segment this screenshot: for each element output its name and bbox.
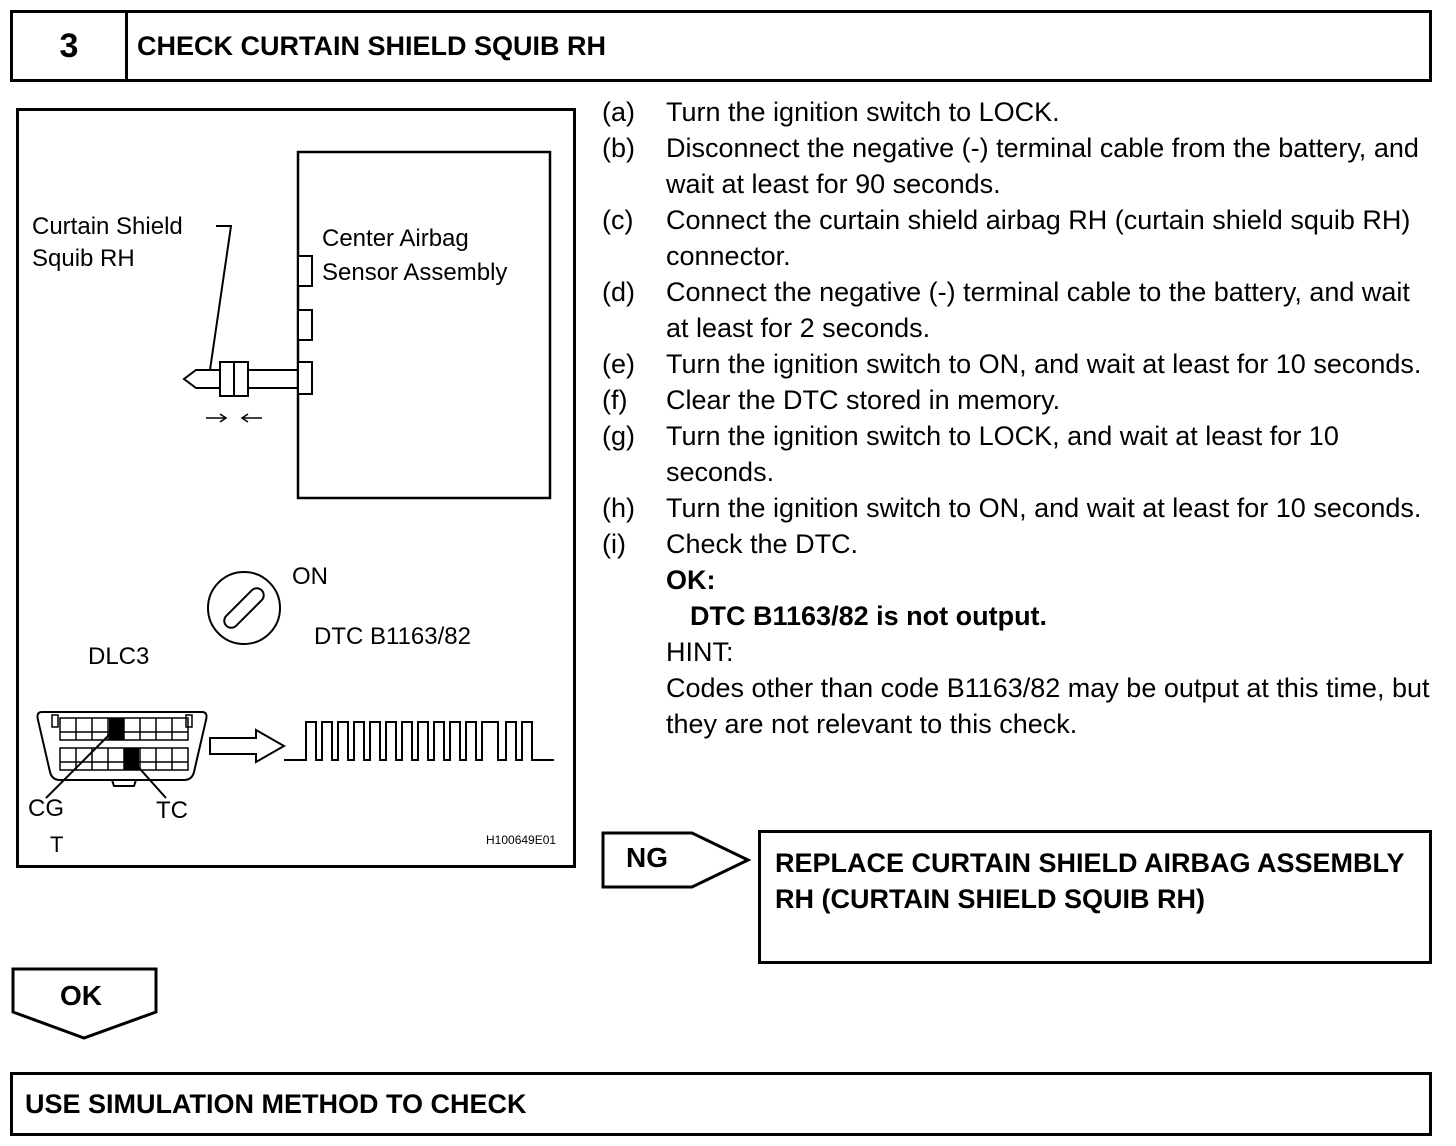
ok-label: OK — [60, 980, 102, 1011]
ng-label: NG — [626, 842, 668, 873]
ignition-switch — [207, 571, 281, 645]
step-a: (a)Turn the ignition switch to LOCK. — [602, 97, 1060, 127]
signal-arrow — [209, 728, 287, 764]
figure-frame — [16, 108, 576, 868]
ok-result-box: USE SIMULATION METHOD TO CHECK — [10, 1072, 1432, 1136]
squib-plug — [182, 369, 220, 389]
ng-result-text: REPLACE CURTAIN SHIELD AIRBAG ASSEMBLY R… — [775, 848, 1405, 914]
step-header: 3 CHECK CURTAIN SHIELD SQUIB RH — [10, 10, 1432, 82]
step-h: (h)Turn the ignition switch to ON, and w… — [602, 493, 1422, 523]
cg-terminal — [109, 718, 124, 740]
step-i: (i)Check the DTC. — [602, 529, 859, 559]
squib-label-line1: Curtain Shield — [32, 213, 183, 240]
sensor-assembly-box — [296, 150, 552, 500]
figure-drawing — [16, 108, 576, 868]
t-label: T — [50, 832, 64, 857]
sensor-connector-2 — [297, 309, 313, 341]
sensor-connector-1 — [297, 255, 313, 287]
wiring-figure: Curtain Shield Squib RH Center Airbag Se… — [16, 108, 576, 868]
step-d: (d)Connect the negative (-) terminal cab… — [602, 277, 1410, 343]
hint-heading: HINT: — [666, 637, 734, 667]
step-number: 3 — [13, 13, 128, 79]
step-title: CHECK CURTAIN SHIELD SQUIB RH — [137, 30, 607, 61]
ok-arrow-tag — [11, 967, 158, 1040]
step-e: (e)Turn the ignition switch to ON, and w… — [602, 349, 1422, 379]
step-g: (g)Turn the ignition switch to LOCK, and… — [602, 421, 1339, 487]
step-c: (c)Connect the curtain shield airbag RH … — [602, 205, 1411, 271]
squib-leader — [209, 225, 232, 371]
dtc-pulse-waveform — [284, 721, 554, 761]
cg-label: CG — [28, 795, 64, 822]
dlc3-connector — [36, 711, 208, 781]
step-b: (b)Disconnect the negative (-) terminal … — [602, 133, 1419, 199]
cg-leader — [45, 727, 117, 799]
squib-label-line2: Squib RH — [32, 245, 135, 272]
hint-text: Codes other than code B1163/82 may be ou… — [666, 673, 1430, 739]
sensor-label-line2: Sensor Assembly — [322, 259, 508, 286]
sensor-label-line1: Center Airbag — [322, 225, 469, 252]
dtc-label: DTC B1163/82 — [314, 623, 471, 650]
sensor-connector-3 — [297, 361, 313, 395]
figure-id: H100649E01 — [486, 833, 557, 847]
switch-on-label: ON — [292, 563, 328, 590]
ng-arrow-tag — [601, 831, 752, 889]
dlc3-label: DLC3 — [88, 643, 150, 670]
tc-label: TC — [156, 797, 188, 824]
ng-result-box: REPLACE CURTAIN SHIELD AIRBAG ASSEMBLY R… — [758, 830, 1432, 964]
procedure-steps: (a)Turn the ignition switch to LOCK. (b)… — [602, 94, 1432, 742]
ok-condition: DTC B1163/82 is not output. — [690, 601, 1048, 631]
ok-heading: OK: — [666, 565, 716, 595]
ok-result-text: USE SIMULATION METHOD TO CHECK — [25, 1088, 527, 1119]
step-f: (f)Clear the DTC stored in memory. — [602, 385, 1061, 415]
tc-leader — [131, 759, 167, 799]
